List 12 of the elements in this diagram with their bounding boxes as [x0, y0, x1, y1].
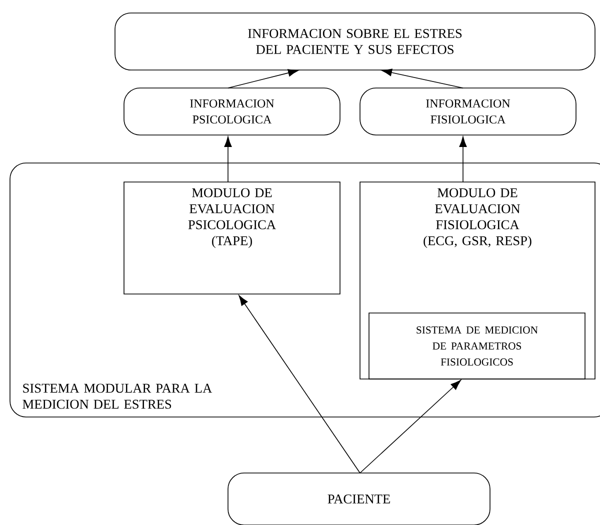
info-box: INFORMACION FISIOLOGICA [360, 88, 576, 136]
module-box: MODULO DE EVALUACION PSICOLOGICA (TAPE) [124, 182, 340, 294]
arrow [459, 136, 467, 182]
sub-box: SISTEMA DE MEDICION DE PARAMETROS FISIOLOGICOS [368, 312, 586, 380]
arrow [228, 69, 299, 88]
arrow [360, 380, 462, 474]
arrow [224, 136, 232, 182]
arrow [238, 295, 360, 474]
patient-box: PACIENTE [228, 472, 490, 525]
info-box: INFORMACION PSICOLOGICA [124, 88, 340, 136]
arrow [381, 68, 464, 88]
info-box: INFORMACION SOBRE EL ESTRES DEL PACIENTE Y SUS EFECTOS [114, 12, 596, 70]
